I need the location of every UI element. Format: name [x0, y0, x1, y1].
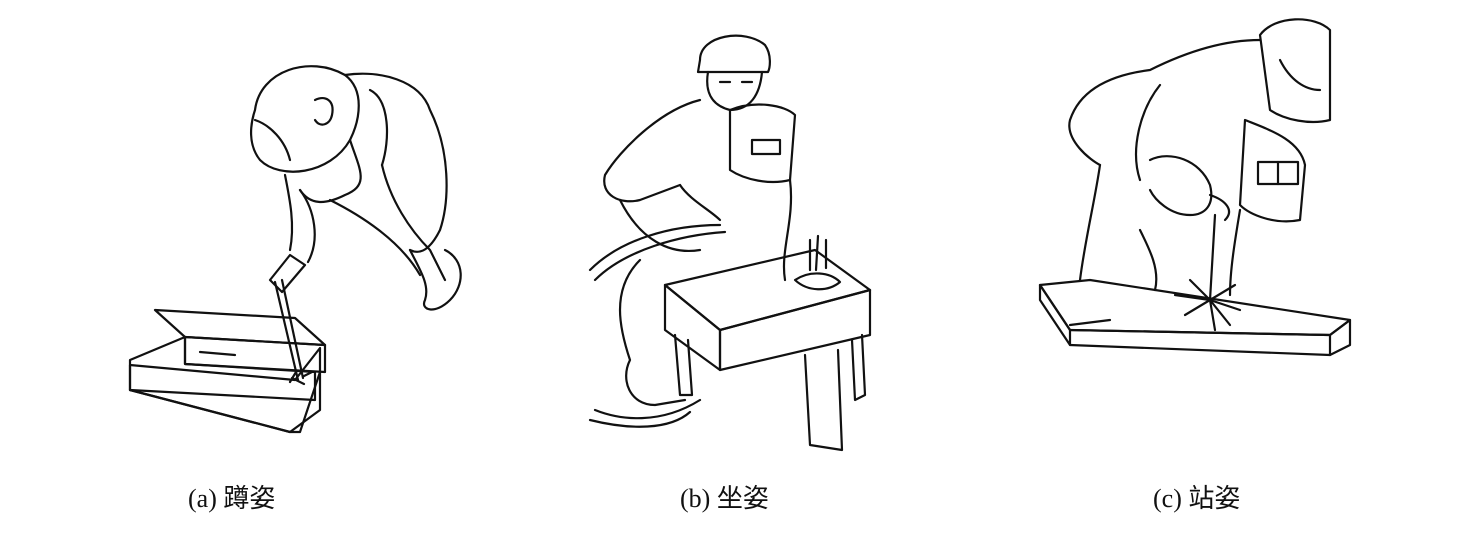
squatting-welder-illustration: [128, 65, 462, 434]
figure-standing-posture: [1030, 0, 1360, 470]
caption-sitting: (b) 坐姿: [680, 484, 769, 513]
caption-squatting: (a) 蹲姿: [188, 484, 276, 513]
caption-standing: (c) 站姿: [1153, 484, 1241, 513]
figure-sitting-posture: [580, 0, 900, 470]
sitting-welder-illustration: [588, 34, 872, 452]
standing-welder-illustration: [1038, 18, 1352, 357]
figure-squatting-posture: [120, 0, 480, 460]
